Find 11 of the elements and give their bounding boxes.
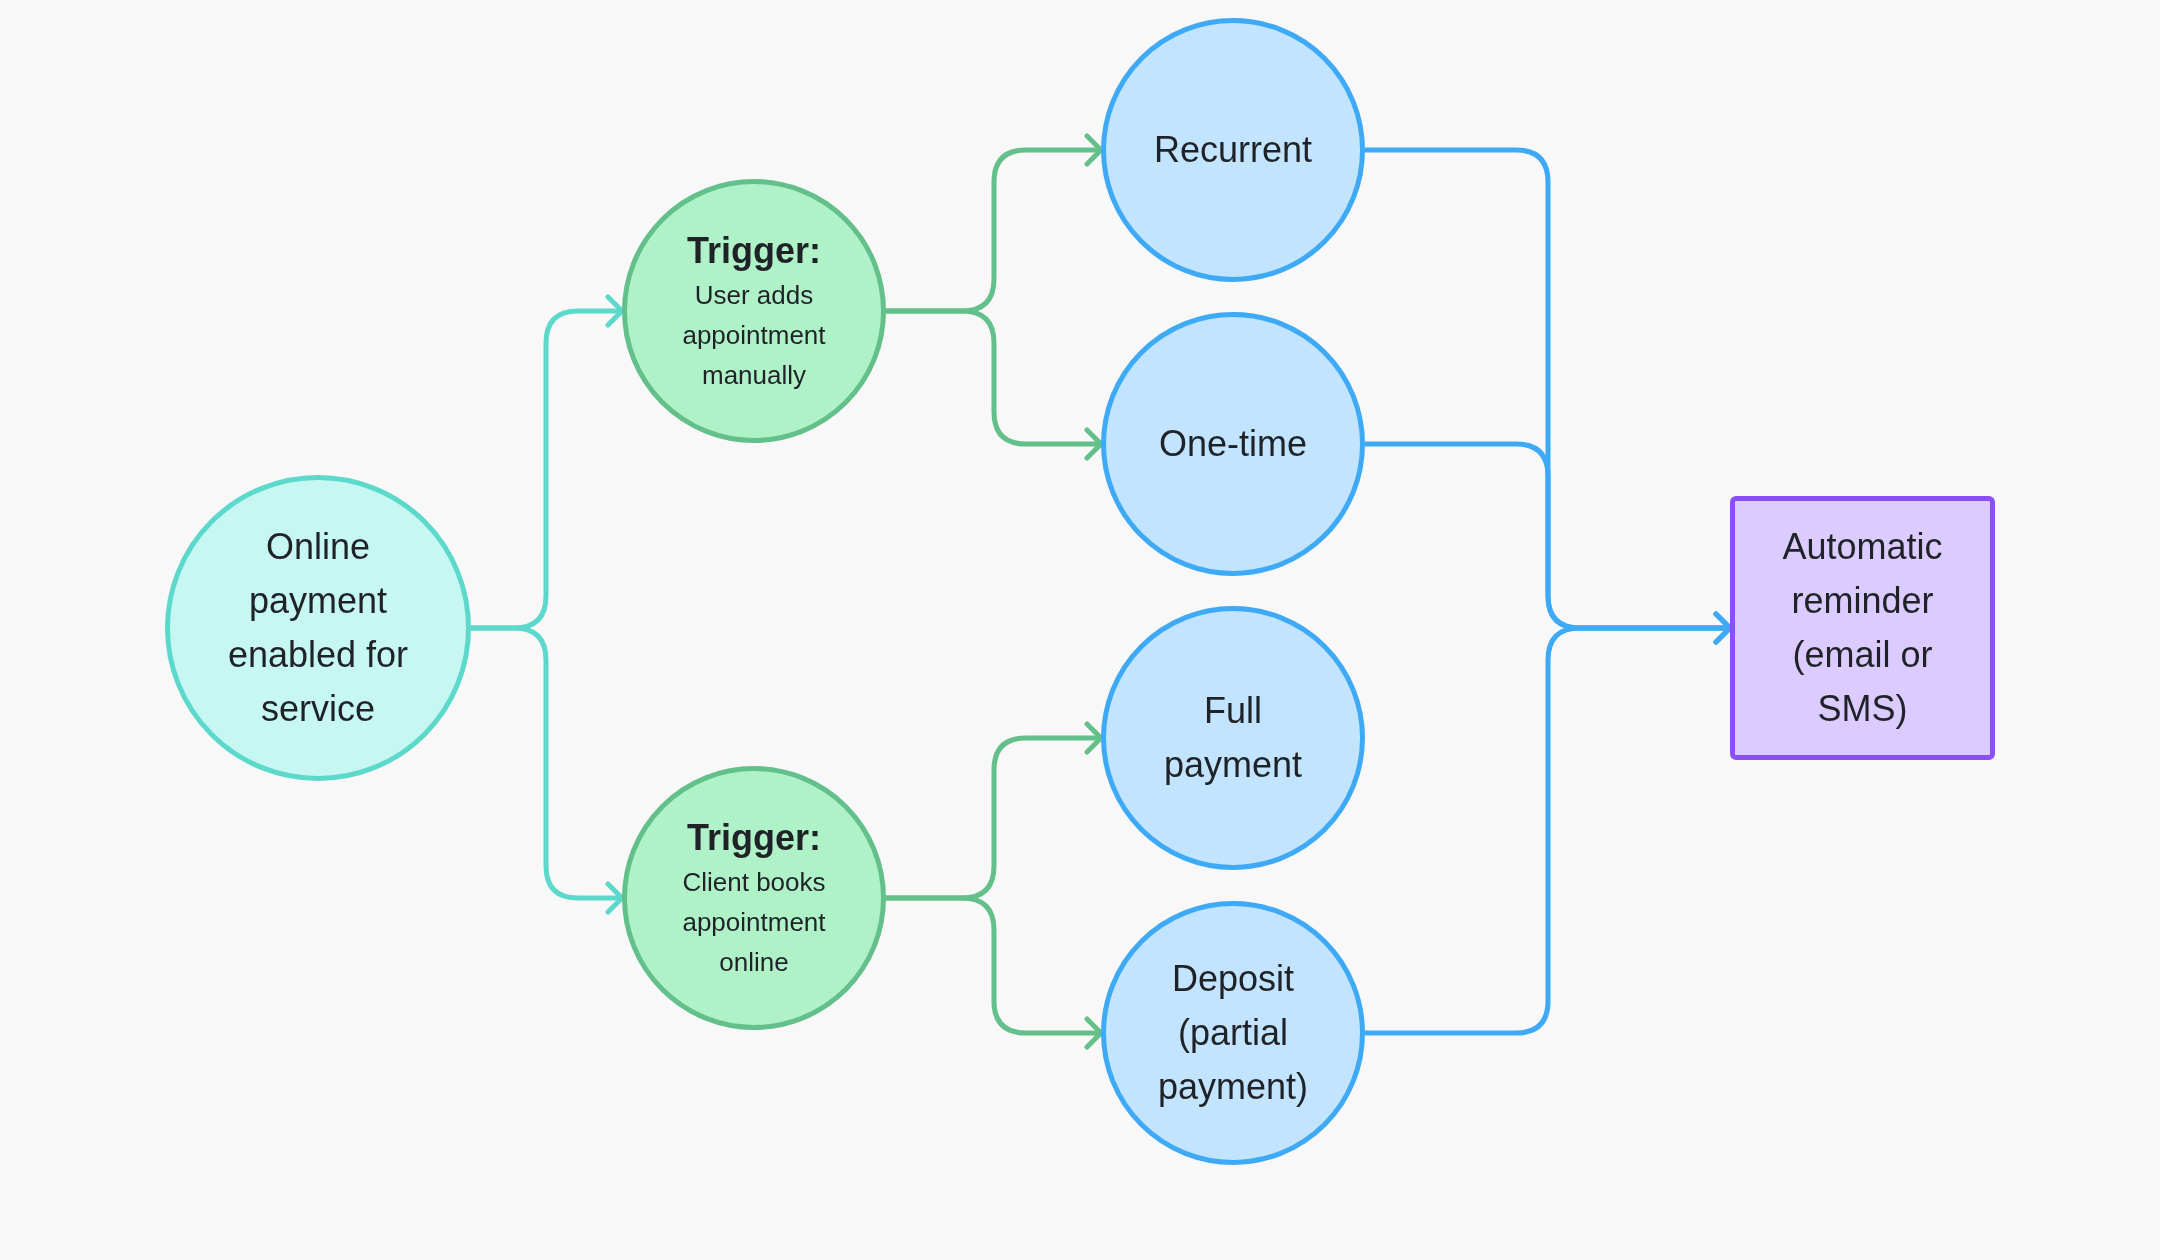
heading: Trigger: bbox=[687, 816, 821, 860]
label: Full payment bbox=[1162, 689, 1304, 787]
description: Client books appointment online bbox=[681, 866, 827, 979]
label: One-time bbox=[1158, 422, 1307, 466]
label: Online payment enabled for service bbox=[226, 525, 410, 731]
label: Recurrent bbox=[1153, 128, 1313, 172]
label: Deposit (partial payment) bbox=[1156, 957, 1310, 1109]
description: User adds appointment manually bbox=[681, 279, 827, 392]
result-box bbox=[1730, 496, 1995, 760]
label: Automatic reminder (email or SMS) bbox=[1781, 525, 1944, 731]
heading: Trigger: bbox=[687, 229, 821, 273]
